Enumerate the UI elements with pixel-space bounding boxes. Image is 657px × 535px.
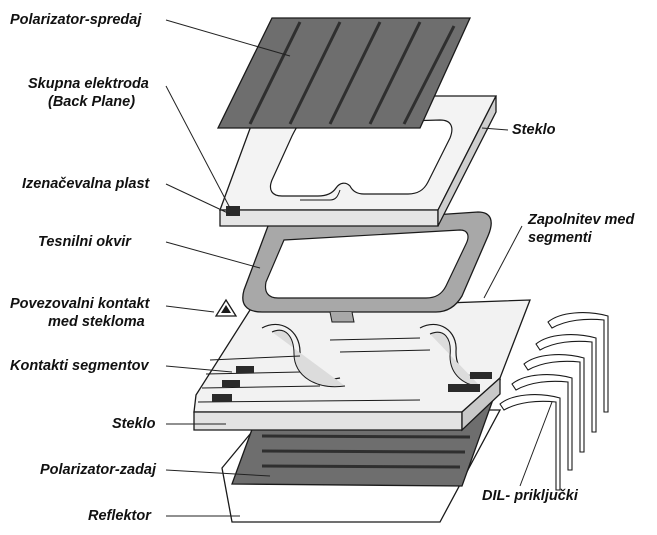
label-front-polarizer: Polarizator-spredaj xyxy=(10,12,142,28)
seal-frame xyxy=(242,211,492,323)
label-seal-frame: Tesnilni okvir xyxy=(38,234,132,250)
dil-pins xyxy=(499,312,609,491)
leader-lines xyxy=(165,19,553,517)
label-segment-fill-2: segmenti xyxy=(528,230,593,246)
label-reflector: Reflektor xyxy=(88,508,152,524)
label-segment-fill-1: Zapolnitev med xyxy=(527,212,635,228)
label-back-plane: (Back Plane) xyxy=(48,94,135,110)
label-rear-glass: Steklo xyxy=(112,416,156,432)
front-polarizer xyxy=(216,17,472,129)
rear-glass-plate xyxy=(193,299,531,432)
label-rear-polarizer: Polarizator-zadaj xyxy=(40,462,157,478)
label-segment-contacts: Kontakti segmentov xyxy=(10,358,150,374)
glass-contact-marker xyxy=(214,298,238,317)
label-dil-pins: DIL- priključki xyxy=(482,488,579,504)
label-alignment-layer: Izenačevalna plast xyxy=(22,176,151,192)
label-common-electrode: Skupna elektroda xyxy=(28,76,149,92)
label-front-glass: Steklo xyxy=(512,122,556,138)
label-glass-contact-1: Povezovalni kontakt xyxy=(10,296,151,312)
label-glass-contact-2: med stekloma xyxy=(48,314,145,330)
